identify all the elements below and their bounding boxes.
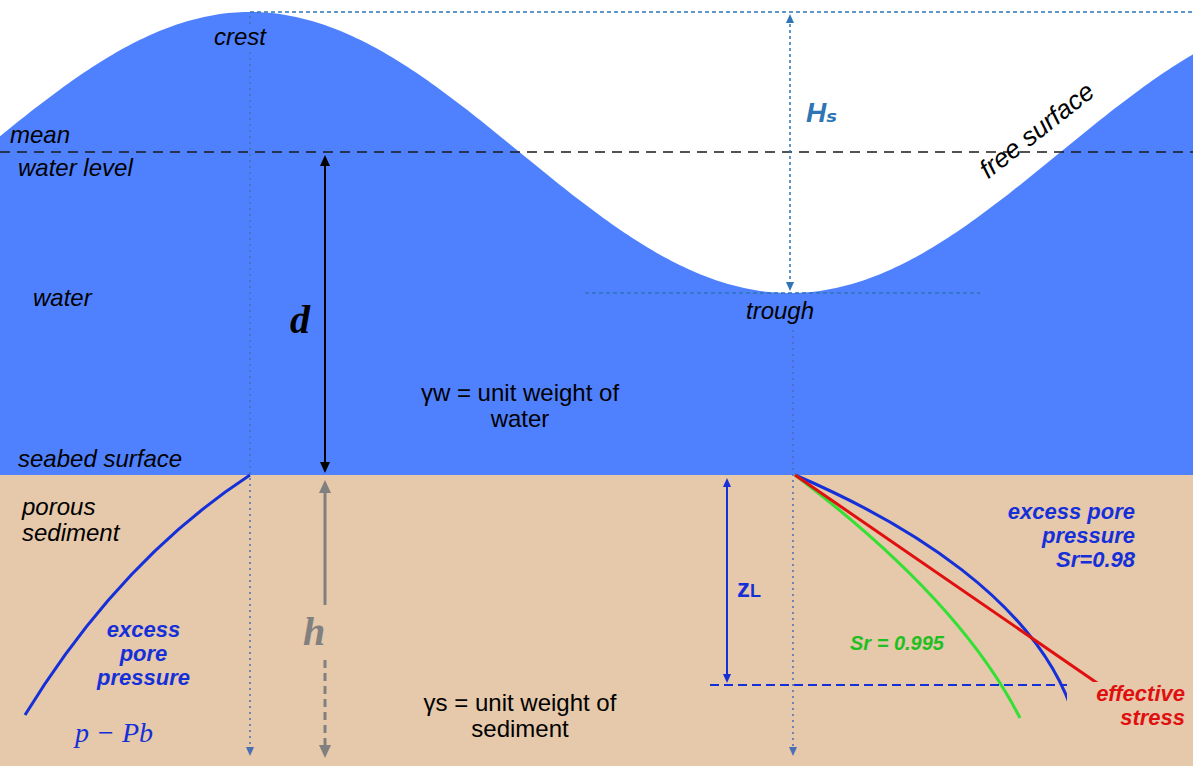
thickness-arrow (324, 660, 327, 752)
surface-label: free surface (974, 77, 1100, 184)
curve-label: excess pore pressure Sr=0.98 (985, 500, 1135, 573)
depth-label: d (290, 298, 310, 342)
pore-pressure-curve (795, 475, 1020, 718)
liquefaction-depth-line (710, 684, 1082, 686)
water-level-label: water level (18, 155, 133, 181)
curve-label: excess pore pressure (97, 618, 190, 691)
sediment-layer (0, 475, 1193, 766)
water-body (0, 12, 1193, 475)
curve-label: effective stress (1067, 682, 1187, 730)
unit-weight-label: γw = unit weight of water (400, 380, 640, 433)
curve-label: Sr = 0.995 (850, 632, 944, 654)
crest-label: crest (212, 24, 268, 50)
liquefaction-depth-arrow (726, 482, 728, 679)
seabed-label: seabed surface (18, 446, 182, 472)
wave-height-arrow (789, 18, 791, 287)
crest-level-line (250, 11, 1193, 13)
trough-vertical (792, 330, 794, 752)
thickness-label: h (303, 610, 325, 654)
thickness-arrow (324, 486, 327, 605)
sediment-label: porous sediment (22, 494, 119, 547)
wave-height-label: Hₛ (806, 98, 837, 129)
pressure-symbol: p − Pb (75, 718, 153, 749)
depth-arrow (324, 160, 326, 468)
trough-label: trough (746, 298, 814, 324)
depth-symbol: zL (737, 574, 761, 603)
unit-weight-label: γs = unit weight of sediment (400, 690, 640, 743)
trough-level-line (585, 292, 980, 294)
water-level-label: mean (10, 122, 70, 148)
crest-vertical (249, 16, 251, 752)
water-label: water (33, 285, 92, 311)
